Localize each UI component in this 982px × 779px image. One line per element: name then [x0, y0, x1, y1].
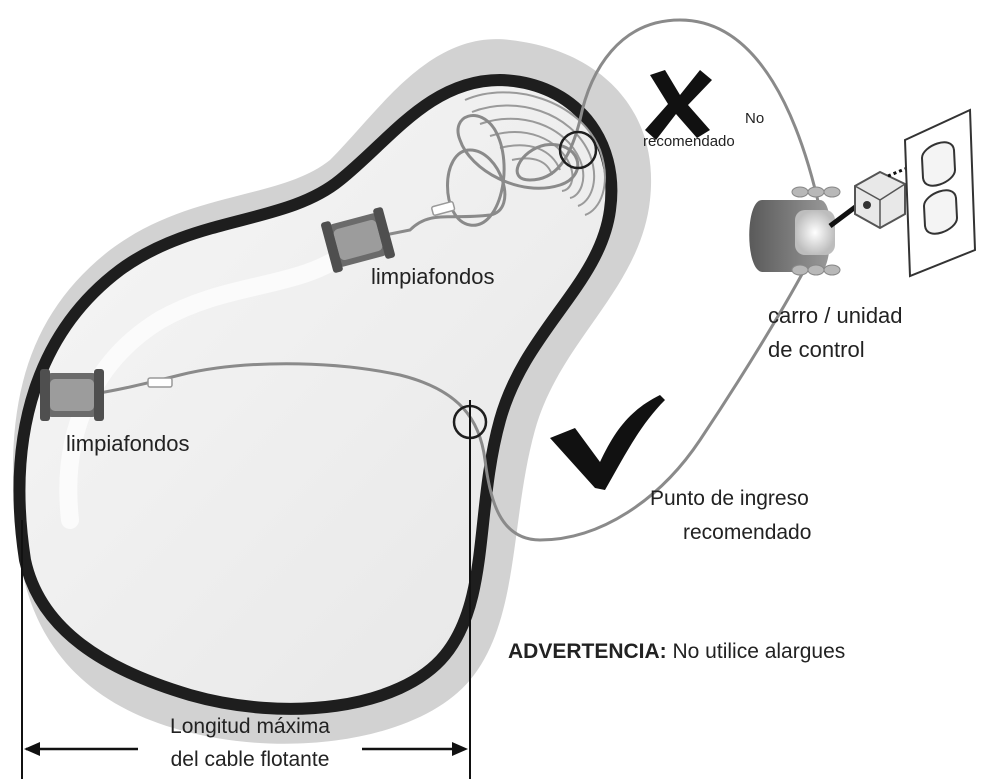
label-entry-point-1: Punto de ingreso: [650, 487, 809, 510]
label-max-length-2: del cable flotante: [171, 748, 330, 771]
check-icon: [550, 395, 665, 490]
wall-outlet: [903, 108, 977, 278]
warning-prefix: ADVERTENCIA:: [508, 640, 667, 663]
entry-circle-top: [558, 130, 598, 170]
cable-float-left: [147, 377, 173, 388]
pool-floor-highlight: [59, 241, 359, 529]
cable-not-recommended: [368, 18, 822, 240]
power-adapter: [854, 170, 906, 230]
pool-steps: [464, 91, 606, 216]
cross-icon: [645, 70, 712, 140]
warning-text: No utilice alargues: [667, 640, 846, 663]
label-max-length-1: Longitud máxima: [170, 715, 330, 738]
cable-recommended: [83, 238, 822, 542]
measure-arrow-left-head: [24, 742, 40, 756]
measure-arrow-right-head: [452, 742, 468, 756]
label-not-recommended-2: recomendado: [643, 133, 735, 150]
label-control-unit-1: carro / unidad: [768, 303, 903, 328]
label-cleaner-top: limpiafondos: [371, 264, 495, 289]
cable-float-top: [431, 200, 456, 216]
pool-outline: [13, 74, 618, 715]
label-entry-point-2: recomendado: [683, 521, 811, 544]
control-unit: [749, 186, 841, 276]
plug-arrow: [887, 164, 913, 178]
warning-message: ADVERTENCIA: No utilice alargues: [508, 640, 845, 663]
label-cleaner-left: limpiafondos: [66, 431, 190, 456]
cleaner-robot-top: [321, 207, 395, 273]
label-not-recommended-1: No: [745, 110, 764, 127]
cleaner-robot-left: [40, 369, 104, 421]
label-control-unit-2: de control: [768, 337, 865, 362]
